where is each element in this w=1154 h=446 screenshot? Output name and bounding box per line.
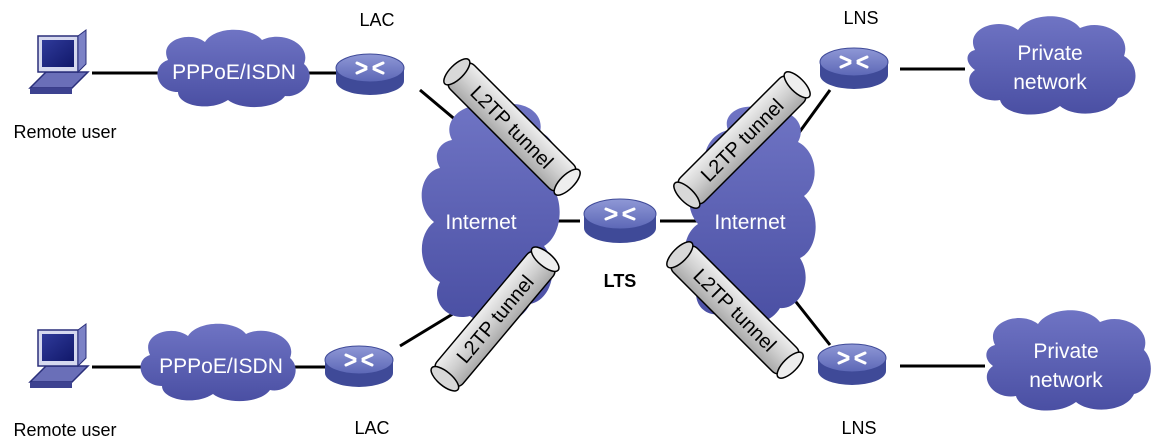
cloud-internet-right-label: Internet	[714, 211, 785, 234]
lts-label: LTS	[604, 271, 637, 291]
cloud-access-top-label: PPPoE/ISDN	[172, 61, 296, 84]
router-icon	[817, 343, 887, 385]
cloud-access-top: PPPoE/ISDN	[157, 29, 310, 108]
router-icon	[819, 47, 889, 89]
pc-top	[28, 29, 90, 94]
cloud-private-bottom-line2: network	[1029, 369, 1103, 392]
remote-user-top-label: Remote user	[13, 122, 116, 142]
router-lac-top	[335, 53, 405, 95]
cloud-private-top: Private network	[967, 16, 1136, 115]
router-lns-top	[819, 47, 889, 89]
cloud-private-top-line1: Private	[1017, 42, 1082, 65]
router-lns-bottom	[817, 343, 887, 385]
lns-bottom-label: LNS	[841, 418, 876, 438]
remote-user-bottom-label: Remote user	[13, 420, 116, 440]
router-icon	[583, 198, 657, 243]
router-icon	[324, 345, 394, 387]
router-lts	[583, 198, 657, 243]
lac-top-label: LAC	[359, 10, 394, 30]
cloud-private-bottom: Private network	[986, 310, 1151, 411]
cloud-access-bottom-label: PPPoE/ISDN	[159, 355, 283, 378]
pc-icon	[28, 29, 90, 94]
lac-bottom-label: LAC	[354, 418, 389, 438]
router-lac-bottom	[324, 345, 394, 387]
lns-top-label: LNS	[843, 8, 878, 28]
cloud-private-top-line2: network	[1013, 71, 1087, 94]
pc-bottom	[28, 323, 90, 388]
cloud-private-bottom-line1: Private	[1033, 340, 1098, 363]
cloud-internet-left-label: Internet	[445, 211, 516, 234]
link-lac-bottom-internet	[399, 310, 457, 348]
links	[92, 67, 985, 369]
router-icon	[335, 53, 405, 95]
cloud-access-bottom: PPPoE/ISDN	[140, 323, 296, 402]
pc-icon	[28, 323, 90, 388]
